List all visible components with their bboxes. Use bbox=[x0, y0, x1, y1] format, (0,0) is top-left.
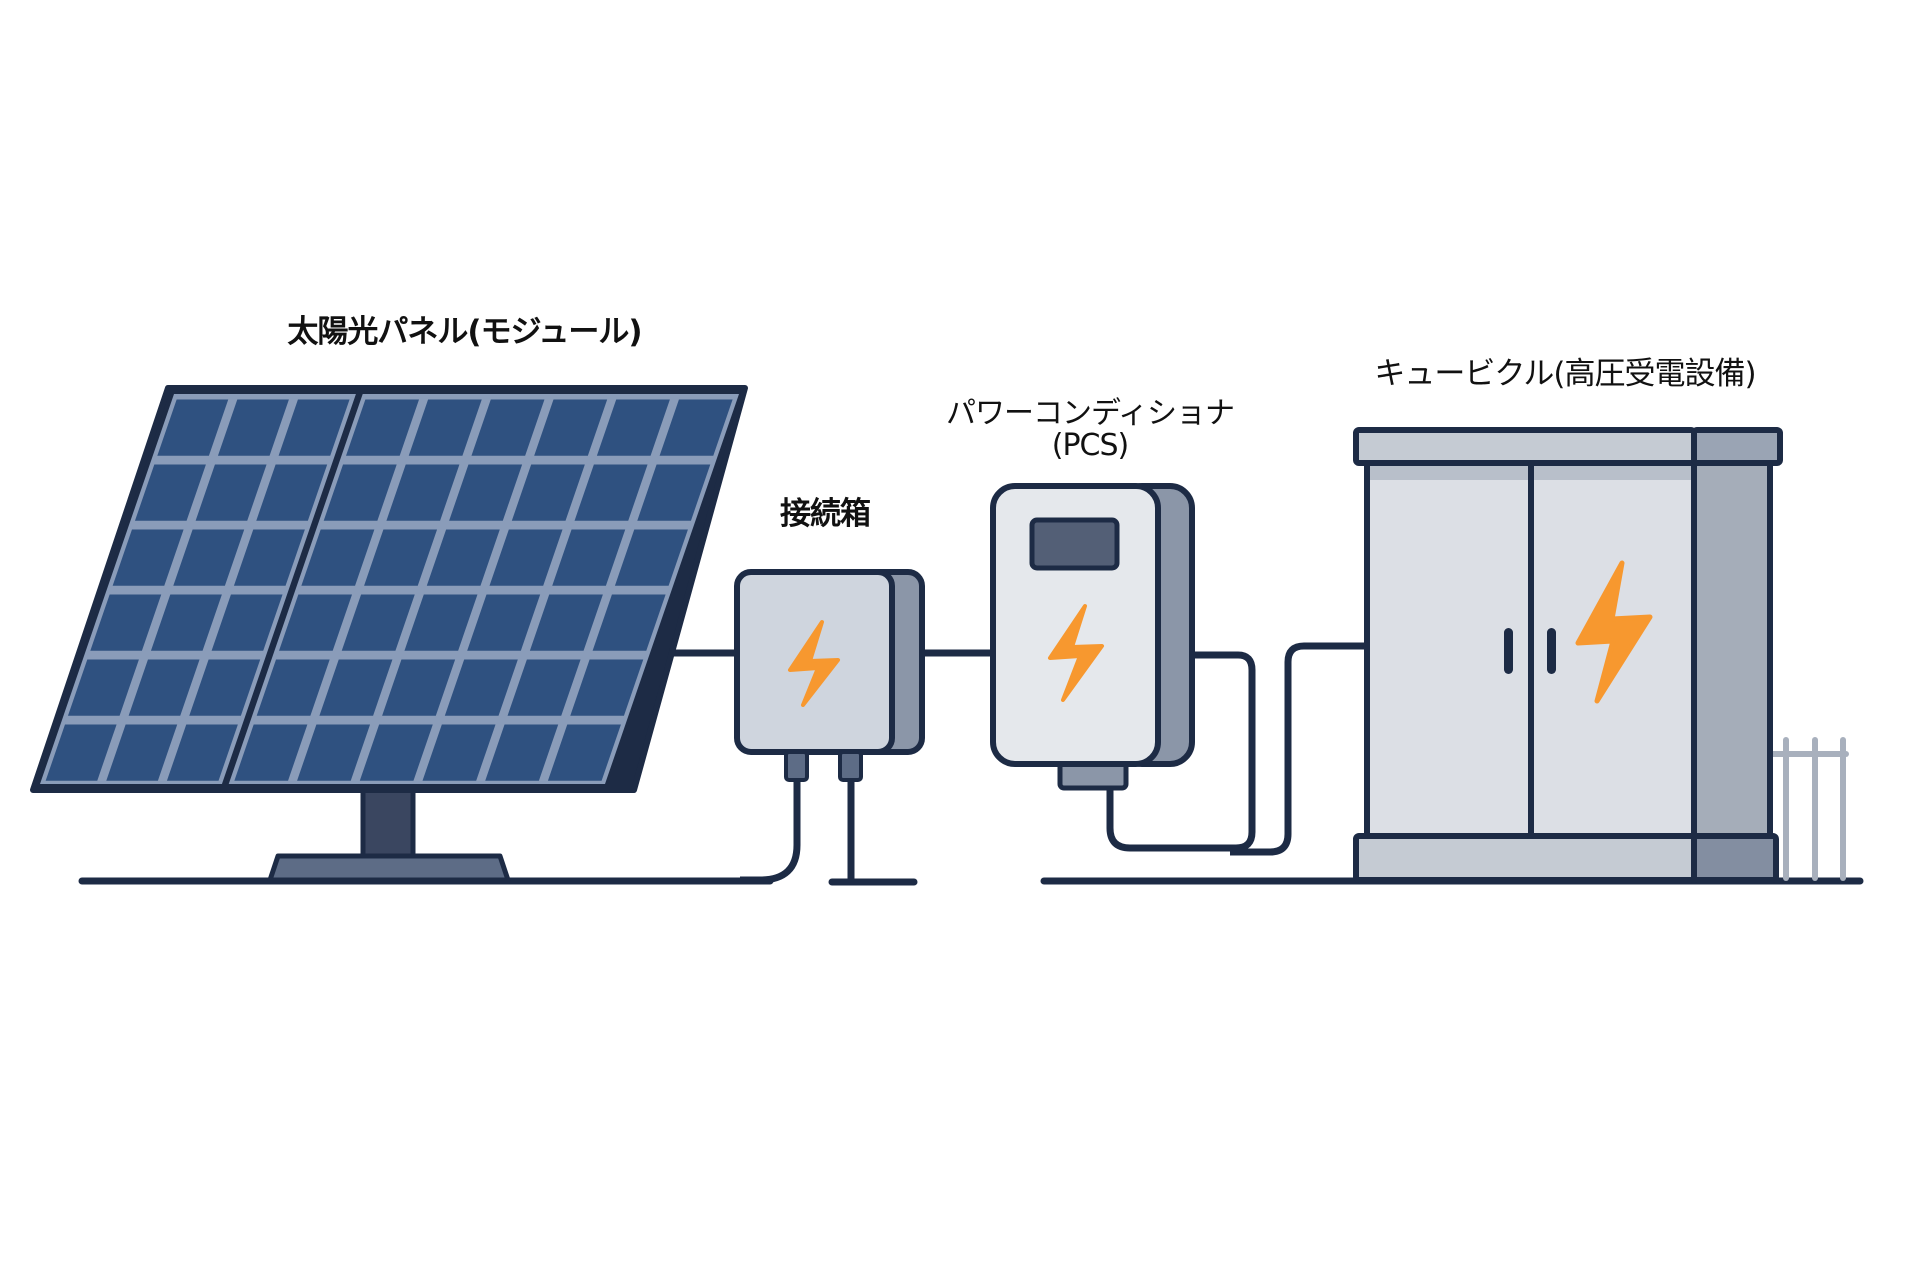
solar-cell bbox=[444, 659, 518, 716]
solar-cell bbox=[278, 399, 350, 456]
solar-cell bbox=[112, 529, 184, 586]
label-solar-panel: 太陽光パネル(モジュール) bbox=[287, 314, 642, 350]
cubicle-roof-side bbox=[1691, 427, 1783, 466]
junction-connector-left bbox=[784, 750, 809, 782]
solar-cell bbox=[90, 594, 162, 651]
panel-stand-post bbox=[360, 783, 416, 859]
junction-box bbox=[734, 569, 925, 782]
solar-cell bbox=[404, 594, 478, 651]
cable-pcs-to-cubicle bbox=[1230, 642, 1368, 856]
solar-cell bbox=[467, 594, 541, 651]
solar-cell bbox=[382, 659, 456, 716]
label-pcs-line1: パワーコンディショナ bbox=[946, 396, 1235, 431]
solar-cell bbox=[574, 464, 648, 521]
solar-cell bbox=[364, 529, 438, 586]
solar-cell bbox=[386, 464, 460, 521]
solar-cell bbox=[507, 659, 581, 716]
solar-cell bbox=[297, 724, 371, 781]
fence bbox=[1768, 737, 1849, 881]
junction-connector-right bbox=[838, 750, 863, 782]
solar-cell bbox=[637, 464, 711, 521]
solar-cell bbox=[471, 399, 545, 456]
door-handle-right[interactable] bbox=[1547, 628, 1556, 674]
solar-cell bbox=[45, 724, 117, 781]
solar-cell bbox=[301, 529, 375, 586]
lightning-bolt-icon bbox=[1575, 560, 1653, 704]
solar-cell bbox=[134, 464, 206, 521]
lightning-bolt-icon bbox=[1048, 604, 1104, 702]
solar-cell bbox=[547, 724, 621, 781]
cubicle-body-side bbox=[1691, 459, 1773, 841]
solar-cell bbox=[596, 399, 670, 456]
solar-cell bbox=[150, 594, 222, 651]
solar-cell bbox=[426, 529, 500, 586]
label-junction-box: 接続箱 bbox=[780, 496, 871, 532]
solar-cell bbox=[173, 529, 245, 586]
solar-cell bbox=[552, 529, 626, 586]
cubicle-roof bbox=[1353, 427, 1697, 466]
pcs-display-screen bbox=[1029, 517, 1120, 571]
cubicle-base-side bbox=[1691, 833, 1779, 883]
solar-cell bbox=[195, 464, 267, 521]
panel-cells bbox=[40, 394, 739, 784]
cable-pcs-loop bbox=[1106, 651, 1256, 852]
solar-cell bbox=[346, 399, 420, 456]
solar-cell bbox=[256, 464, 328, 521]
solar-cell bbox=[449, 464, 523, 521]
cable-junction-ground bbox=[740, 780, 801, 884]
solar-cell bbox=[570, 659, 644, 716]
solar-cell bbox=[217, 399, 289, 456]
solar-cell bbox=[534, 399, 608, 456]
solar-cell bbox=[256, 659, 330, 716]
door-handle-left[interactable] bbox=[1504, 628, 1513, 674]
cubicle-base bbox=[1353, 833, 1697, 883]
solar-cell bbox=[659, 399, 733, 456]
solar-cell bbox=[422, 724, 496, 781]
panel-stand-base bbox=[267, 853, 511, 883]
solar-cell bbox=[614, 529, 688, 586]
solar-cell bbox=[485, 724, 559, 781]
solar-cell bbox=[489, 529, 563, 586]
solar-cell bbox=[511, 464, 585, 521]
power-conditioner bbox=[990, 483, 1195, 791]
solar-cell bbox=[323, 464, 397, 521]
solar-cell bbox=[592, 594, 666, 651]
solar-cell bbox=[279, 594, 353, 651]
lightning-bolt-icon bbox=[788, 620, 840, 707]
solar-cell bbox=[529, 594, 603, 651]
cubicle bbox=[1353, 427, 1849, 883]
solar-cell bbox=[408, 399, 482, 456]
solar-cell bbox=[189, 659, 261, 716]
solar-cell bbox=[234, 724, 308, 781]
solar-cell bbox=[319, 659, 393, 716]
solar-cell bbox=[341, 594, 415, 651]
solar-cell bbox=[166, 724, 238, 781]
solar-cell bbox=[233, 529, 305, 586]
solar-cell bbox=[157, 399, 229, 456]
label-cubicle: キュービクル(高圧受電設備) bbox=[1374, 356, 1756, 392]
solar-cell bbox=[211, 594, 283, 651]
solar-cell bbox=[106, 724, 178, 781]
solar-cell bbox=[359, 724, 433, 781]
solar-cell bbox=[67, 659, 139, 716]
label-pcs-line2: (PCS) bbox=[1051, 428, 1130, 463]
solar-panel bbox=[30, 385, 748, 883]
solar-cell bbox=[128, 659, 200, 716]
